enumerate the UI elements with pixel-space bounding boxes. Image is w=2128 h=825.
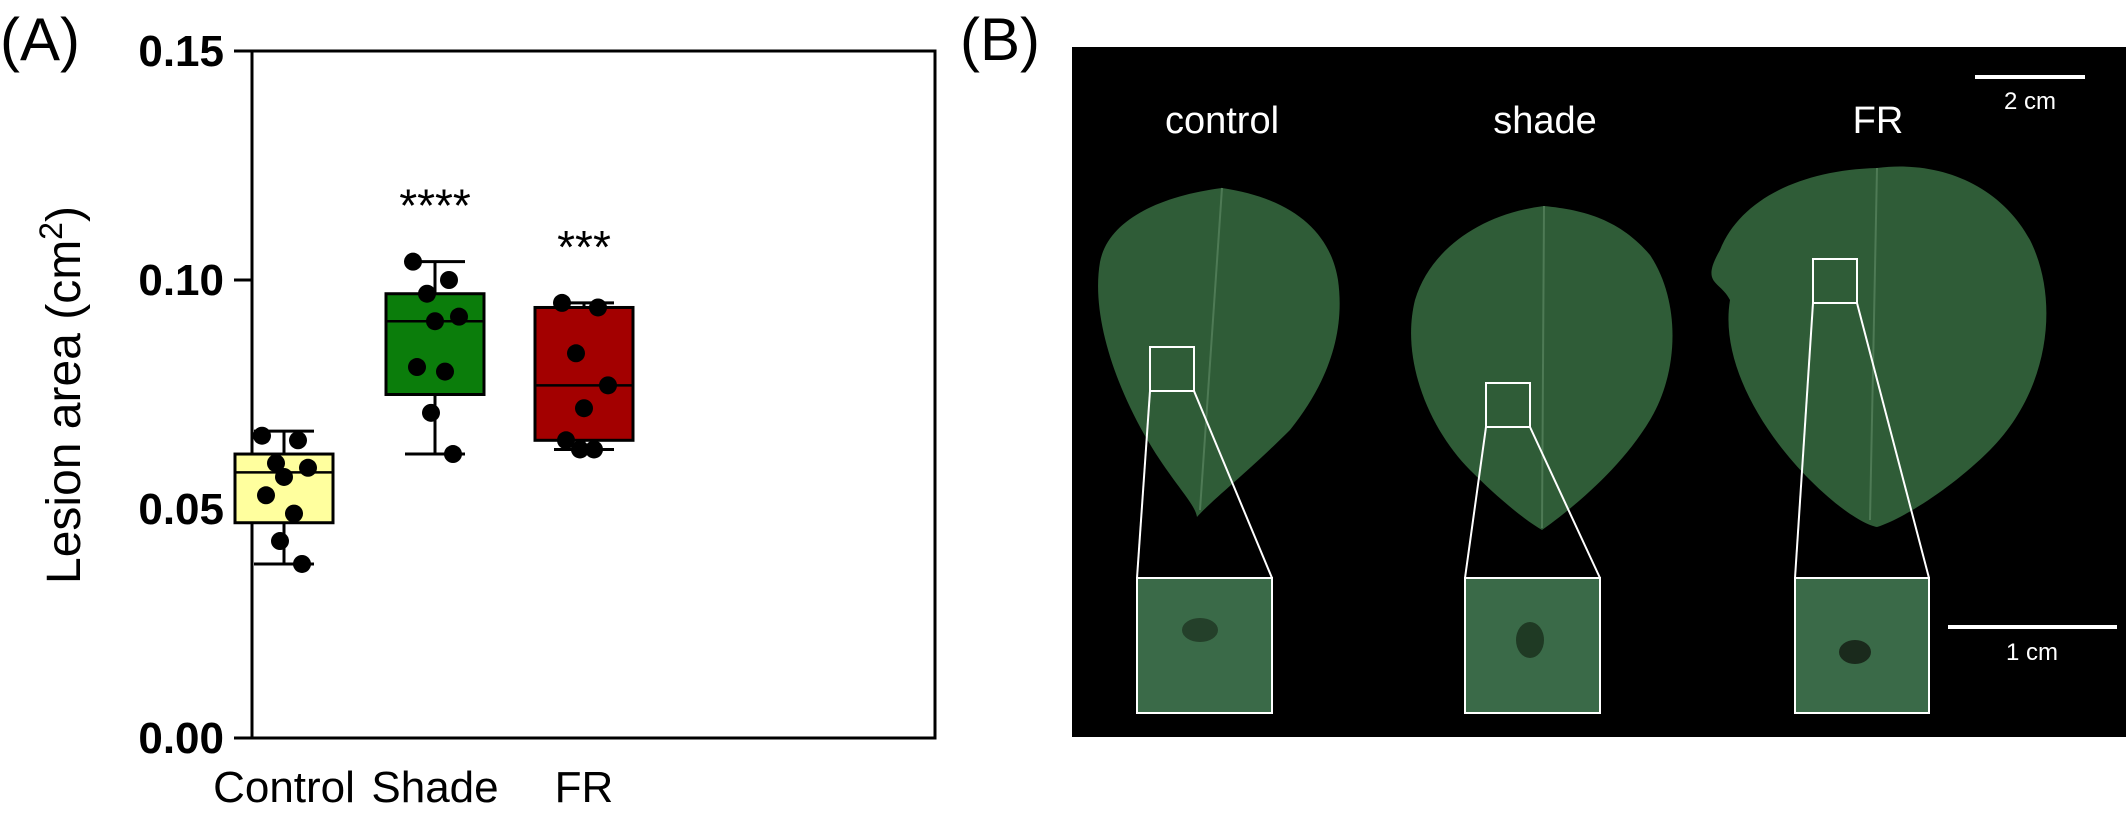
box-fr: *** [533,221,635,459]
leaf-fr-vein [1869,167,1878,521]
leaf-shade-vein [1541,205,1545,529]
data-point [444,445,462,464]
leaf-control-vein [1199,187,1223,511]
data-point [599,376,617,395]
panel-b-label: (B) [960,6,1040,73]
data-point [585,440,603,459]
data-point [267,454,285,473]
y-axis-title-sup: 2 [33,222,69,240]
zoom-connector-control-right [1193,390,1273,579]
lesion-shade [1516,622,1544,658]
scale-label-1cm: 1 cm [2006,639,2058,666]
data-point [575,399,593,418]
leaf-photo: control shade FR 2 cm 1 cm [1072,47,2126,737]
data-point [285,504,303,523]
zoom-inset-control [1136,577,1273,714]
x-category-label: FR [555,763,614,812]
zoom-connector-fr-right [1856,302,1930,579]
leaf-control [1098,188,1340,517]
box-plots: ******* [233,180,635,573]
data-point [404,252,422,271]
leaf-shade [1411,206,1673,530]
data-point [289,431,307,450]
plot-frame [250,49,937,740]
photo-label-control: control [1165,100,1279,142]
photo-label-fr: FR [1853,100,1904,142]
y-axis-title-close: ) [38,206,91,222]
panel-a-label: (A) [0,6,80,73]
data-point [571,440,589,459]
scale-label-2cm: 2 cm [2004,88,2056,115]
data-point [589,298,607,317]
lesion-control [1182,618,1218,642]
data-point [557,431,575,450]
data-point [253,426,271,445]
box-shade: **** [384,180,486,464]
zoom-region-shade [1485,382,1531,428]
lesion-fr [1839,640,1871,664]
data-point [553,293,571,312]
y-axis-title-main: Lesion area (cm [38,240,91,584]
zoom-connector-shade-right [1529,426,1601,579]
data-point [450,307,468,326]
zoom-connector-control-left [1136,390,1151,579]
y-tick-label: 0.05 [138,485,224,534]
data-point [436,362,454,381]
x-category-label: Control [213,763,355,812]
y-tick-label: 0.10 [138,256,224,305]
significance-label: *** [557,221,611,273]
zoom-region-fr [1812,258,1858,304]
x-axis-labels: Control Shade FR [213,763,613,812]
y-axis: 0.00 0.05 0.10 0.15 [138,27,252,763]
data-point [257,486,275,505]
data-point [440,271,458,289]
data-point [299,458,317,477]
zoom-connector-fr-left [1794,302,1814,579]
data-point [418,284,436,303]
data-point [275,467,293,486]
significance-label: **** [399,180,471,232]
leaf-fr [1711,166,2047,527]
iqr-box [533,305,635,442]
data-point [271,532,289,551]
zoom-region-control [1149,346,1195,392]
y-tick-label: 0.15 [138,27,224,76]
y-tick-label: 0.00 [138,714,224,763]
data-point [293,554,311,573]
box-control [233,426,335,573]
photo-label-shade: shade [1493,100,1597,142]
x-category-label: Shade [371,763,498,812]
data-point [567,344,585,363]
data-point [422,403,440,422]
iqr-box [384,292,486,396]
data-point [408,358,426,377]
zoom-connector-shade-left [1464,426,1487,579]
y-axis-title: Lesion area (cm2) [33,206,91,584]
data-point [426,312,444,331]
